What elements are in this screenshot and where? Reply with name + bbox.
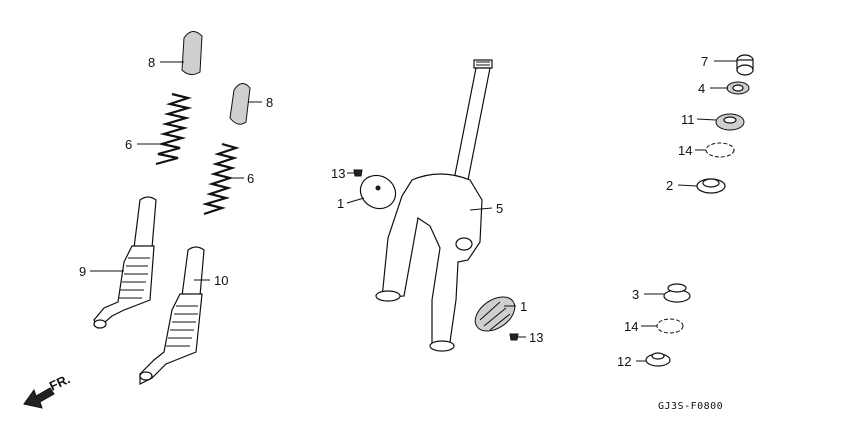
part-1-cover-bottom [474, 296, 516, 332]
callout-labels: 8 8 6 6 9 10 13 1 5 1 13 7 4 11 14 2 3 1… [79, 54, 708, 369]
part-14-bearing-bottom [656, 318, 684, 334]
callout-8-right: 8 [266, 95, 273, 110]
part-11-adjust-nut [715, 113, 745, 131]
callout-10: 10 [214, 273, 228, 288]
callout-8-left: 8 [148, 55, 155, 70]
callout-12: 12 [617, 354, 631, 369]
callout-11: 11 [681, 112, 695, 127]
part-10-damper [139, 246, 205, 385]
part-8-cap-right [229, 83, 251, 125]
callout-13-top: 13 [331, 166, 345, 181]
part-5-fork [375, 59, 493, 352]
part-13-screw-top [353, 169, 363, 177]
part-6-spring-left [155, 92, 193, 166]
front-marker-label: FR. [47, 371, 72, 393]
part-2-race [696, 178, 726, 194]
part-8-cap-left [181, 31, 203, 76]
drawing-code: GJ3S-F0800 [658, 401, 723, 412]
part-14-bearing-top [705, 142, 735, 158]
callout-6-left: 6 [125, 137, 132, 152]
callout-1-bottom: 1 [520, 299, 527, 314]
part-1-cover-top [359, 174, 397, 210]
part-4-locknut [726, 81, 750, 95]
part-9-damper [93, 196, 157, 329]
callout-6-right: 6 [247, 171, 254, 186]
callout-9: 9 [79, 264, 86, 279]
callout-1-top: 1 [337, 196, 344, 211]
leader-lines [90, 60, 737, 362]
front-direction-arrow: FR. [23, 371, 72, 409]
callout-14-top: 14 [678, 143, 692, 158]
callout-7: 7 [701, 54, 708, 69]
callout-4: 4 [698, 81, 705, 96]
callout-14-bottom: 14 [624, 319, 638, 334]
part-12-dust-seal [645, 352, 671, 367]
part-7-nut [736, 54, 754, 76]
callout-13-bottom: 13 [529, 330, 543, 345]
callout-2: 2 [666, 178, 673, 193]
part-6-spring-right [201, 142, 240, 216]
callout-3: 3 [632, 287, 639, 302]
callout-5: 5 [496, 201, 503, 216]
part-3-cone-race [663, 283, 691, 303]
part-13-screw-bottom [509, 333, 519, 341]
